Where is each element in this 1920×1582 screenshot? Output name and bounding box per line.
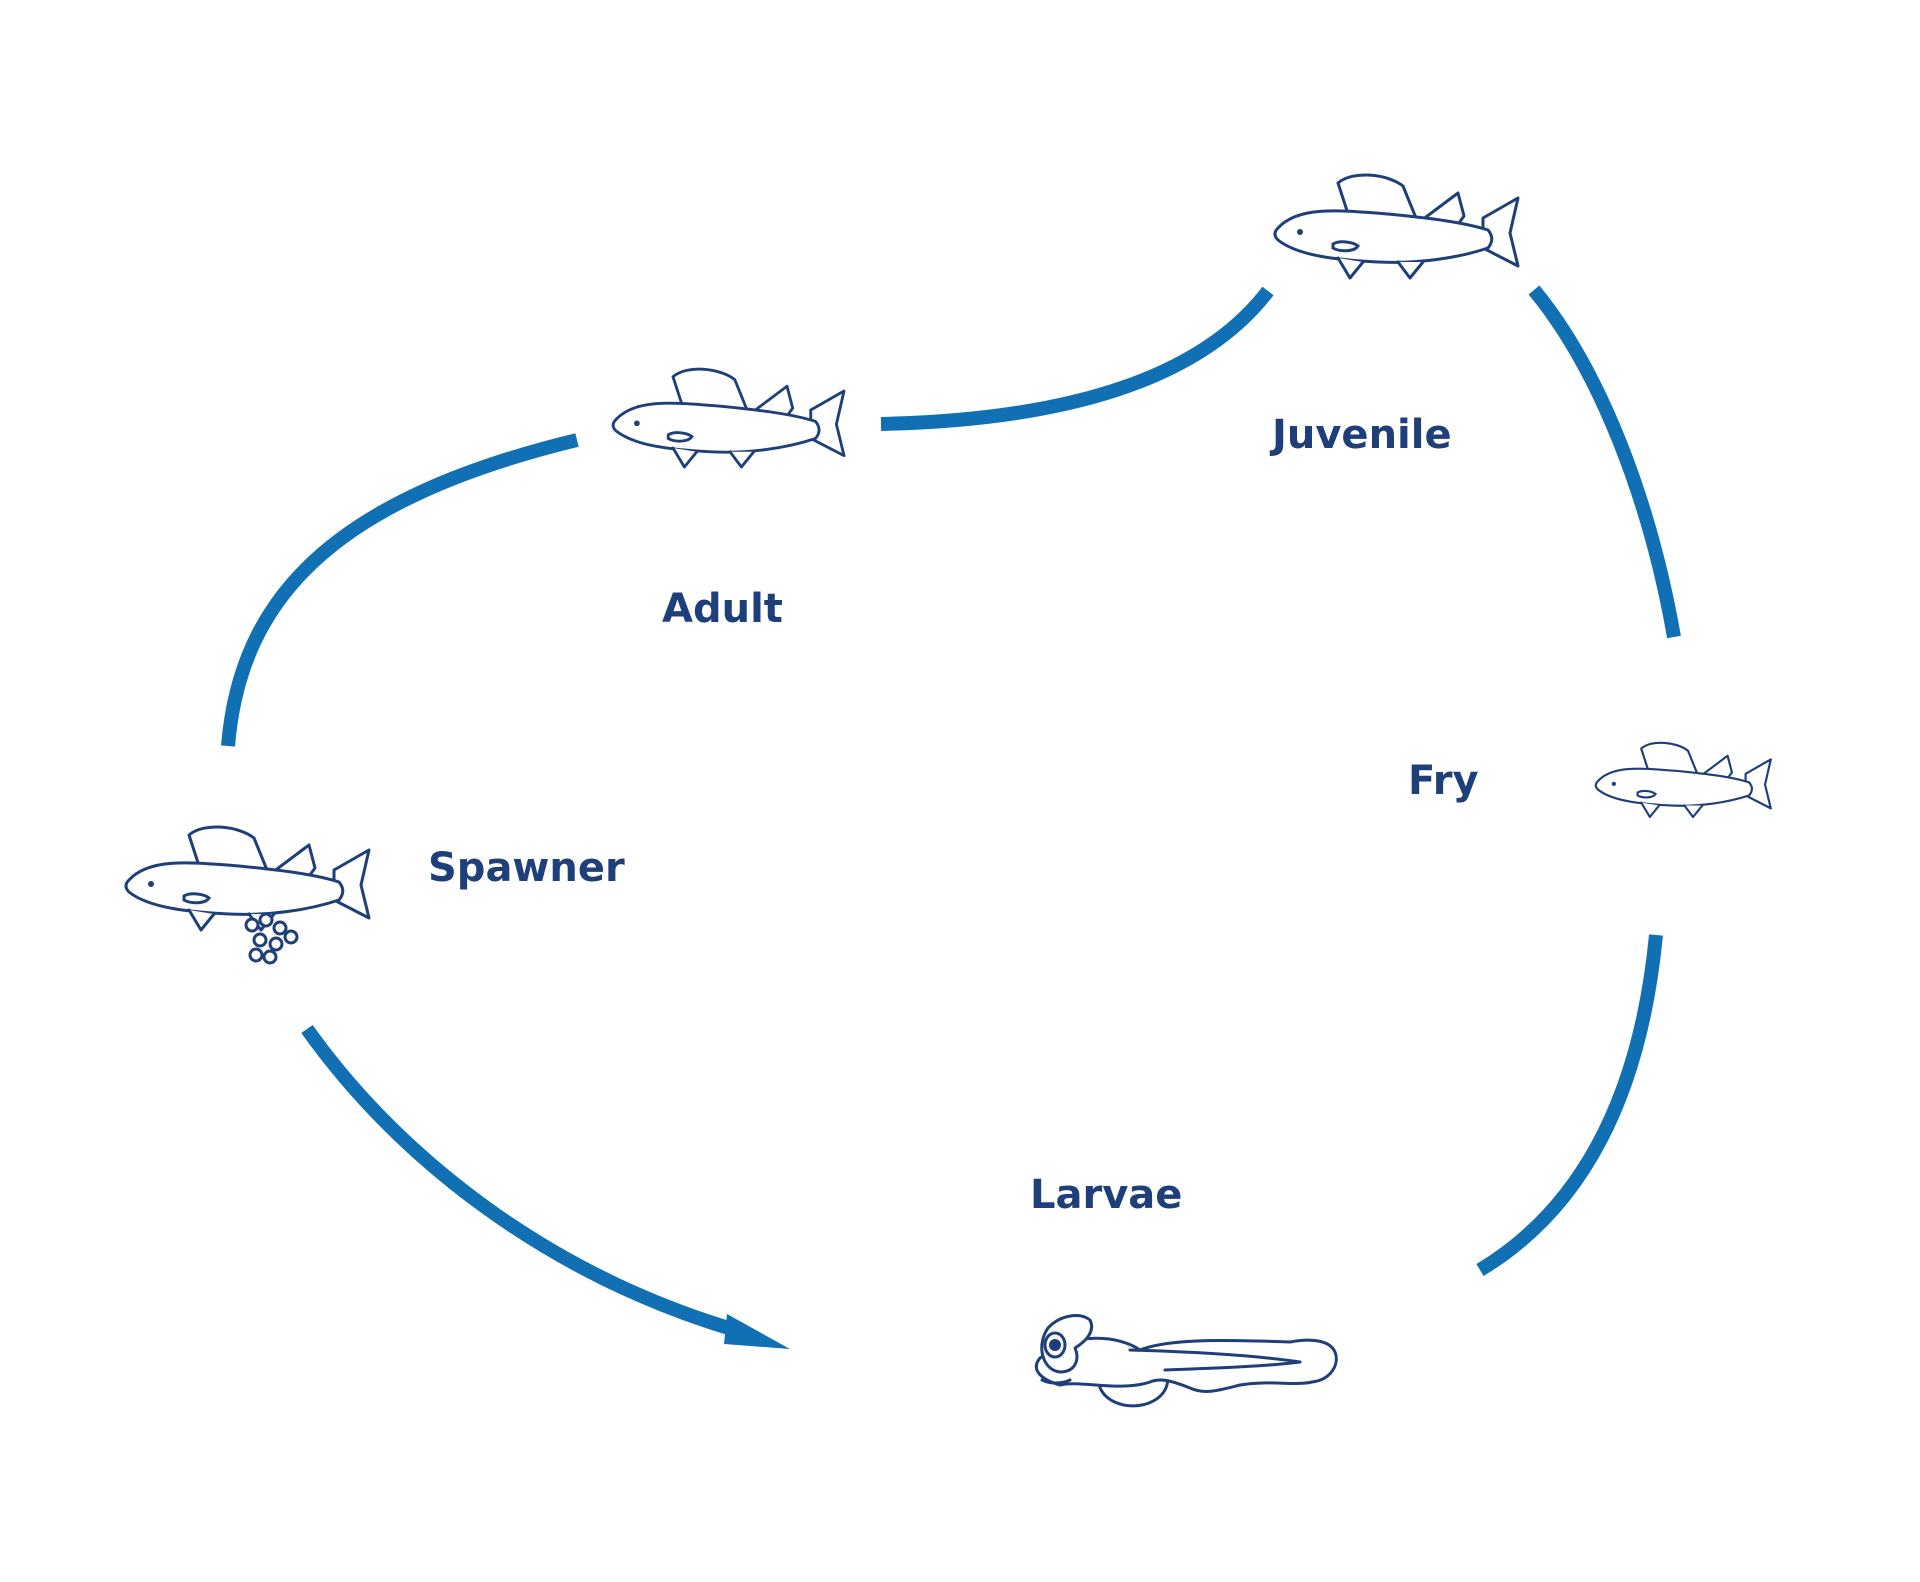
- arc-spawner-to-larvae: [301, 1024, 737, 1337]
- perch-spawner-with-eggs-icon: [124, 825, 371, 965]
- stage-label-adult: Adult: [662, 586, 783, 632]
- fish-larva-icon: [1034, 1314, 1338, 1408]
- arc-spawner-to-adult: [221, 433, 579, 747]
- perch-adult-icon: [611, 367, 846, 469]
- arc-adult-to-juvenile: [880, 286, 1274, 431]
- eggs-icon: [244, 912, 299, 965]
- stage-label-fry: Fry: [1408, 758, 1479, 804]
- stage-label-juvenile: Juvenile: [1269, 412, 1452, 458]
- stage-label-spawner: Spawner: [428, 845, 625, 891]
- perch-fry-icon: [1594, 741, 1772, 819]
- stage-label-larvae: Larvae: [1030, 1172, 1182, 1218]
- arc-juvenile-to-fry: [1528, 285, 1681, 639]
- arrowhead: [724, 1314, 790, 1349]
- arc-fry-to-larvae: [1476, 934, 1663, 1277]
- perch-juvenile-icon: [1273, 173, 1520, 280]
